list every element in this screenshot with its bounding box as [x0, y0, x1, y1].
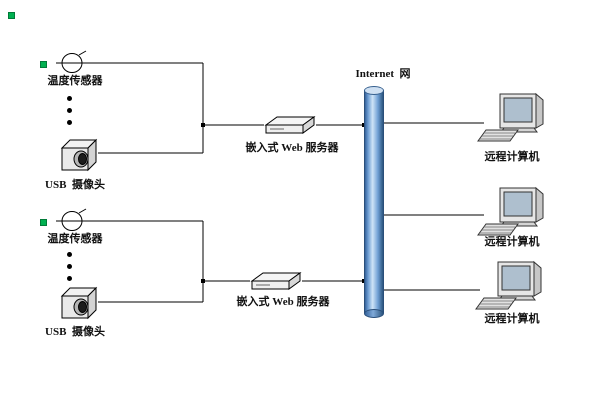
anchor-marker-icon	[40, 61, 47, 68]
web-server-icon	[264, 116, 316, 134]
usb-camera-icon	[60, 138, 98, 172]
ellipsis-dots	[67, 96, 73, 125]
anchor-marker-icon	[40, 219, 47, 226]
internet-pipe-bottom-cap	[364, 309, 384, 318]
computer-label: 远程计算机	[484, 151, 540, 163]
temperature-sensor-icon	[56, 50, 88, 73]
sensor-label: 温度传感器	[47, 75, 103, 87]
anchor-marker-icon	[8, 12, 15, 19]
ellipsis-dots	[67, 252, 73, 281]
computer-label: 远程计算机	[484, 236, 540, 248]
temperature-sensor-icon	[56, 208, 88, 231]
camera-label: USB 摄像头	[45, 179, 105, 191]
junction-dot	[201, 123, 205, 127]
usb-camera-icon	[60, 286, 98, 320]
sensor-label: 温度传感器	[47, 233, 103, 245]
junction-dot	[201, 279, 205, 283]
internet-label: Internet 网	[355, 68, 411, 80]
remote-computer-icon	[477, 92, 544, 142]
internet-pipe-top-cap	[364, 86, 384, 95]
camera-label: USB 摄像头	[45, 326, 105, 338]
web-server-label: 嵌入式 Web 服务器	[245, 142, 339, 154]
internet-pipe-body	[364, 90, 384, 313]
remote-computer-icon	[475, 260, 542, 310]
remote-computer-icon	[477, 186, 544, 236]
computer-label: 远程计算机	[484, 313, 540, 325]
internet-pipe	[364, 86, 384, 318]
web-server-icon	[250, 272, 302, 290]
web-server-label: 嵌入式 Web 服务器	[236, 296, 330, 308]
